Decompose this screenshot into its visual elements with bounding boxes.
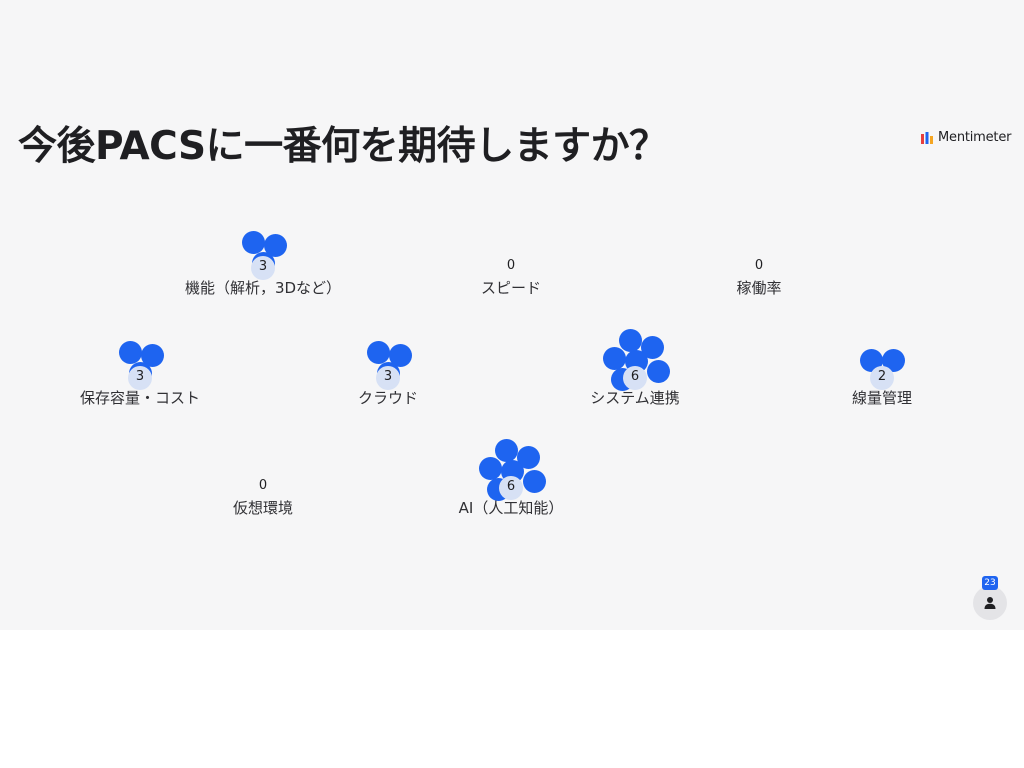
- vote-dot: [516, 445, 540, 469]
- vote-dot: [388, 343, 412, 367]
- vote-dot: [494, 438, 518, 462]
- mentimeter-logo-icon: [921, 131, 933, 144]
- count-badge: [128, 366, 152, 390]
- vote-count: 6: [506, 479, 516, 494]
- count-badge: [499, 476, 523, 500]
- page-title: 今後PACSに一番何を期待しますか？: [18, 124, 668, 169]
- option-label: 機能（解析，3Dなど）: [184, 279, 342, 297]
- option-label: スピード: [480, 279, 541, 297]
- option-label: AI（人工知能）: [458, 499, 564, 517]
- logo-bar-red: [921, 133, 924, 144]
- count-badge: [376, 366, 400, 390]
- vote-count: 2: [877, 369, 887, 384]
- vote-count: 3: [383, 369, 393, 384]
- vote-dot: [263, 233, 287, 257]
- logo-bar-orange: [930, 135, 933, 144]
- vote-dot: [602, 346, 626, 370]
- brand-name: Mentimeter: [938, 130, 1012, 145]
- vote-count: 3: [135, 369, 145, 384]
- participant-avatar[interactable]: [973, 586, 1007, 620]
- logo-bar-blue: [925, 131, 929, 144]
- vote-dot: [140, 343, 164, 367]
- vote-dot: [522, 469, 546, 493]
- vote-count: 3: [258, 259, 268, 274]
- vote-dot: [640, 335, 664, 359]
- option-label: システム連携: [590, 389, 680, 407]
- vote-dot: [859, 348, 883, 372]
- option-label: 仮想環境: [232, 499, 293, 517]
- vote-count: 0: [506, 258, 516, 273]
- vote-dot: [118, 340, 142, 364]
- participant-counter[interactable]: 23: [973, 576, 1007, 620]
- vote-dot: [646, 359, 670, 383]
- count-badge: [870, 366, 894, 390]
- vote-count: 6: [630, 369, 640, 384]
- count-badge: [251, 256, 275, 280]
- vote-dot: [881, 348, 905, 372]
- count-badge: [623, 366, 647, 390]
- vote-dot: [618, 328, 642, 352]
- brand: Mentimeter: [921, 130, 1011, 145]
- option-label: 保存容量・コスト: [79, 389, 200, 407]
- person-icon: [984, 597, 996, 609]
- vote-count: 0: [258, 478, 268, 493]
- vote-dot: [366, 340, 390, 364]
- vote-dot: [241, 230, 265, 254]
- option-label: 稼働率: [736, 279, 782, 297]
- participant-count-badge: 23: [982, 576, 998, 590]
- vote-dot: [478, 456, 502, 480]
- option-label: 線量管理: [851, 389, 912, 407]
- option-label: クラウド: [357, 389, 418, 407]
- slide: 今後PACSに一番何を期待しますか？ Mentimeter 3 機能（解析，3Dな…: [18, 124, 1012, 620]
- vote-count: 0: [754, 258, 764, 273]
